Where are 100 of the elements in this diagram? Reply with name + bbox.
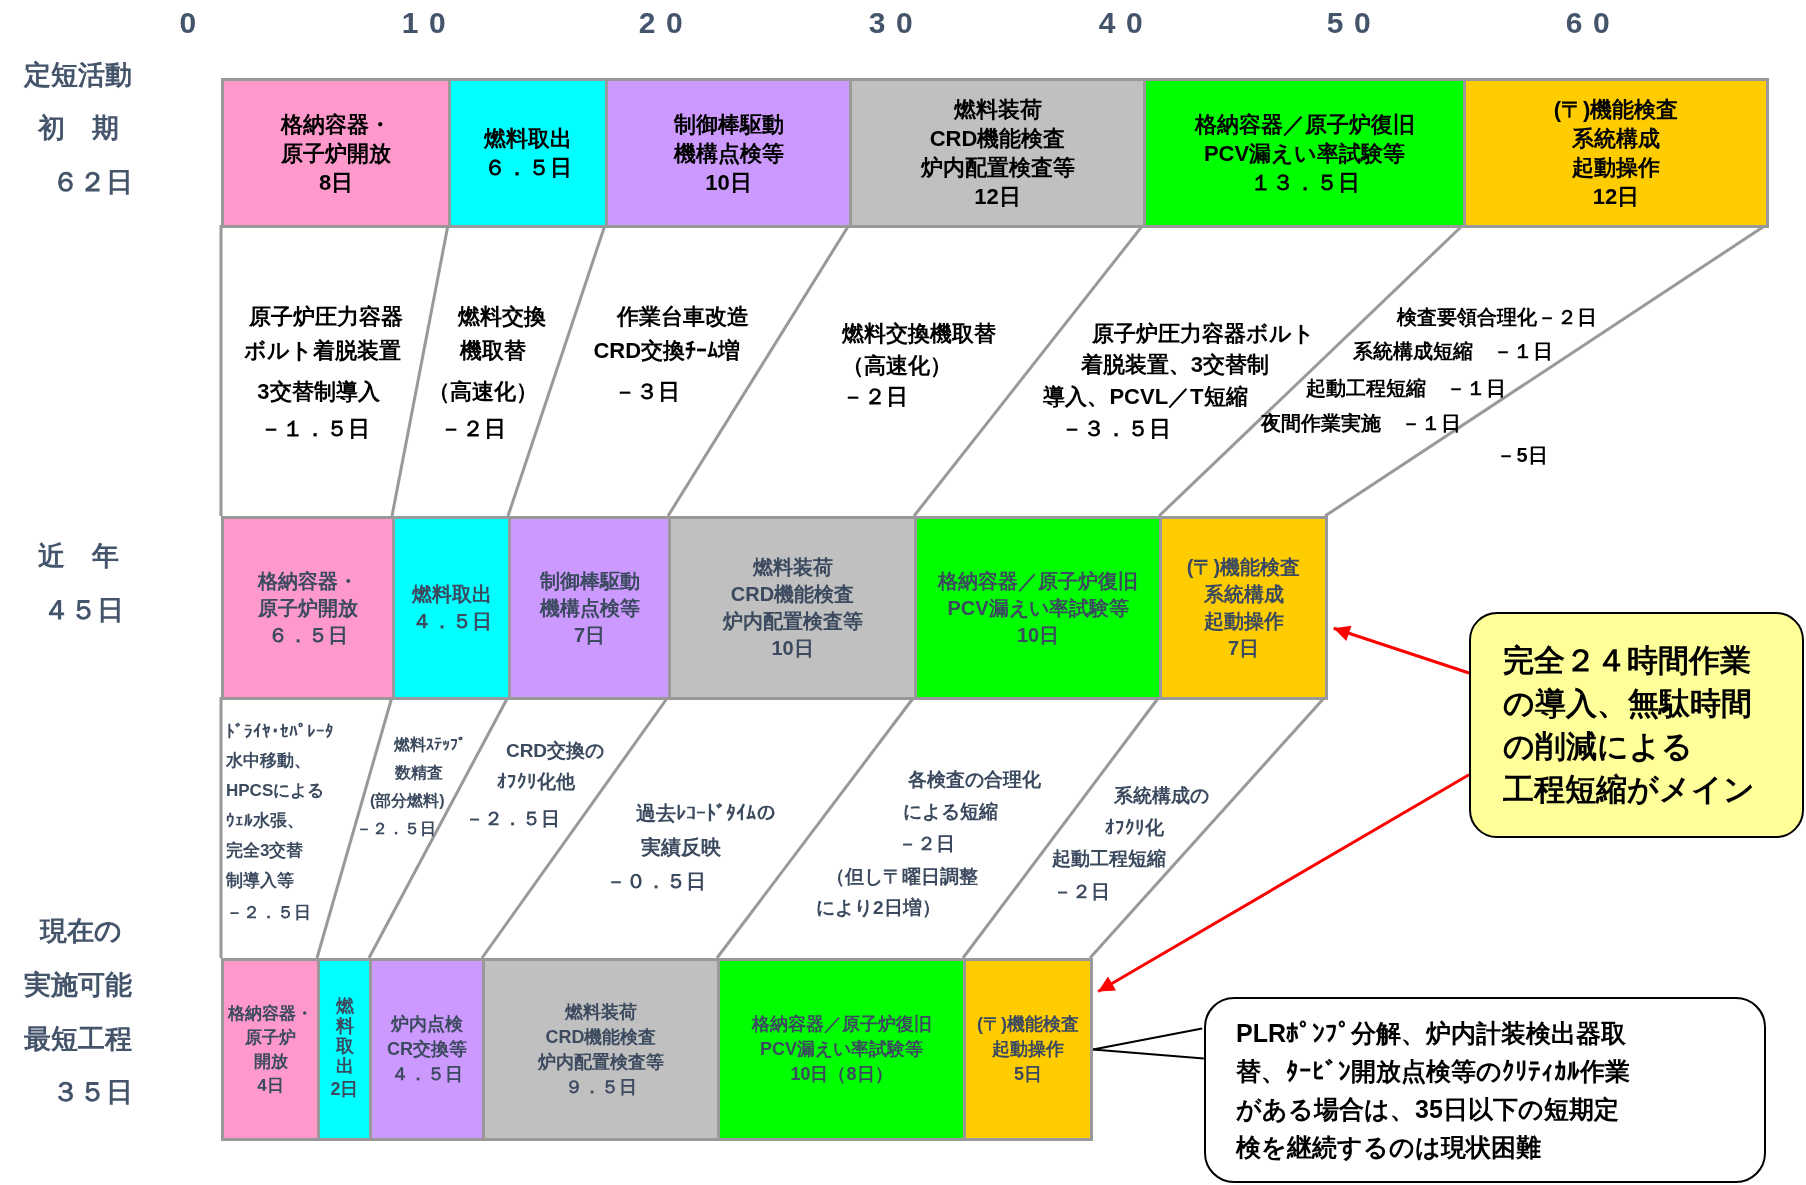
reduction-note: －２日 [439,418,506,440]
process-label: 炉内配置検査等 [920,154,1075,182]
callout-text: 完全２４時間作業 [1503,642,1752,680]
reduction-note: 制導入等 [226,871,294,889]
reduction-note: －5日 [1496,445,1548,465]
reduction-note: 検査要領合理化－２日 [1396,307,1597,327]
reduction-note: －２日 [1053,881,1111,901]
reduction-note: 実績反映 [640,837,721,857]
process-label: 2日 [330,1077,359,1101]
process-label: 4日 [257,1074,284,1097]
process-label: CR交換等 [387,1038,467,1061]
reduction-note: ｵﾌｸﾘ化 [1105,817,1165,837]
reduction-note: ｵﾌｸﾘ化他 [496,771,575,791]
process-label: １３．５日 [1249,168,1360,197]
process-box [221,516,395,700]
process-label: CRD機能検査 [730,582,855,607]
process-label: 7日 [573,622,606,648]
process-box [221,78,451,228]
reduction-note: 導入、PCVL／T短縮 [1043,386,1248,408]
process-box [1159,516,1328,700]
process-label: 12日 [974,183,1021,211]
arrow [1097,773,1470,993]
process-box [963,958,1093,1141]
process-label: (〒)機能検査 [1553,96,1679,124]
process-label: PCV漏えい率試験等 [760,1038,923,1061]
reduction-note: 作業台車改造 [617,306,750,328]
process-label: 系統構成 [1203,582,1284,607]
process-box [221,958,320,1141]
reduction-note: 系統構成の [1113,785,1209,805]
process-label: 起動操作 [1203,609,1284,634]
reduction-note: 原子炉圧力容器 [248,306,403,328]
process-label: 原子炉 [245,1026,296,1049]
axis-tick-label: 50 [1326,4,1382,41]
reduction-note: 3交替制導入 [257,381,380,403]
process-box [717,958,966,1141]
process-label: 開放 [253,1050,288,1073]
reduction-note: CRD交換ﾁｰﾑ増 [593,340,741,362]
process-label: 格納容器・ [281,110,391,139]
reduction-note: 燃料交換機取替 [842,323,997,345]
process-box [914,516,1162,700]
axis-tick-label: 20 [638,4,694,41]
process-label: 炉内配置検査等 [538,1050,664,1074]
process-label: 制御棒駆動 [673,110,784,139]
process-label: 燃料装荷 [752,555,833,580]
reduction-note: －２．５日 [355,821,436,837]
reduction-note: 起動工程短縮 [1052,848,1167,868]
process-label: 系統構成 [1572,125,1660,153]
process-label: 格納容器・ [258,568,358,594]
process-label: 格納容器／原子炉復旧 [1194,110,1415,139]
note-text: がある場合は、35日以下の短期定 [1236,1094,1620,1125]
reduction-note: （但し〒曜日調整 [825,866,978,886]
note-text: PLRﾎﾟﾝﾌﾟ分解、炉内計装検出器取 [1236,1018,1627,1049]
reduction-note: CRD交換の [505,740,605,760]
process-label: 10日 [1016,622,1060,648]
reduction-note: 着脱装置、3交替制 [1080,354,1269,376]
process-box [849,78,1146,228]
reduction-note: により2日増） [816,897,941,917]
axis-tick-label: 30 [868,4,924,41]
speech-bubble [1204,997,1766,1183]
process-label: 燃料取出 [335,997,354,1077]
process-label: 起動操作 [1572,154,1660,182]
process-label: 炉内配置検査等 [722,609,863,634]
reduction-note: 燃料交換 [458,306,547,328]
row-label: 定短活動 [24,58,132,92]
axis-tick-label: 40 [1098,4,1154,41]
reduction-note: －２日 [841,386,908,408]
axis-tick-label: 0 [179,4,207,41]
process-box [605,78,852,228]
process-label: 原子炉開放 [258,595,358,621]
reduction-note: －２．５日 [226,903,311,921]
process-label: 8日 [318,168,354,197]
reduction-note: 原子炉圧力容器ボルト [1091,323,1315,345]
process-label: 5日 [1014,1063,1042,1086]
reduction-note: ｳｪﾙ水張、 [226,811,304,829]
process-label: 機構点検等 [539,595,640,621]
reduction-note: による短縮 [903,801,999,821]
process-label: 10日 [705,168,752,197]
note-text: 検を継続するのは現状困難 [1236,1132,1542,1163]
axis-tick-label: 60 [1565,4,1621,41]
note-text: 替、ﾀｰﾋﾞﾝ開放点検等のｸﾘﾃｨｶﾙ作業 [1236,1056,1631,1087]
callout-text: の導入、無駄時間 [1503,685,1753,723]
process-box [369,958,485,1141]
process-label: 燃料装荷 [565,1000,637,1024]
row-label: ４５日 [42,593,124,627]
process-label: 格納容器・ [228,1002,313,1025]
reduction-note: －０．５日 [606,871,706,891]
reduction-note: －２日 [898,833,956,853]
process-label: 燃料取出 [411,582,492,607]
row-label: 実施可能 [24,968,132,1002]
process-label: 10日 [771,636,814,661]
process-box [668,516,917,700]
reduction-note: 完全3交替 [226,841,304,859]
process-label: CRD機能検査 [929,125,1066,153]
row-label: 現在の [40,914,122,948]
process-label: 炉内点検 [391,1013,463,1036]
process-label: 制御棒駆動 [539,568,640,594]
reduction-note: 各検査の合理化 [908,769,1042,789]
process-box [508,516,671,700]
reduction-note: －１．５日 [259,418,370,440]
process-box [1143,78,1466,228]
